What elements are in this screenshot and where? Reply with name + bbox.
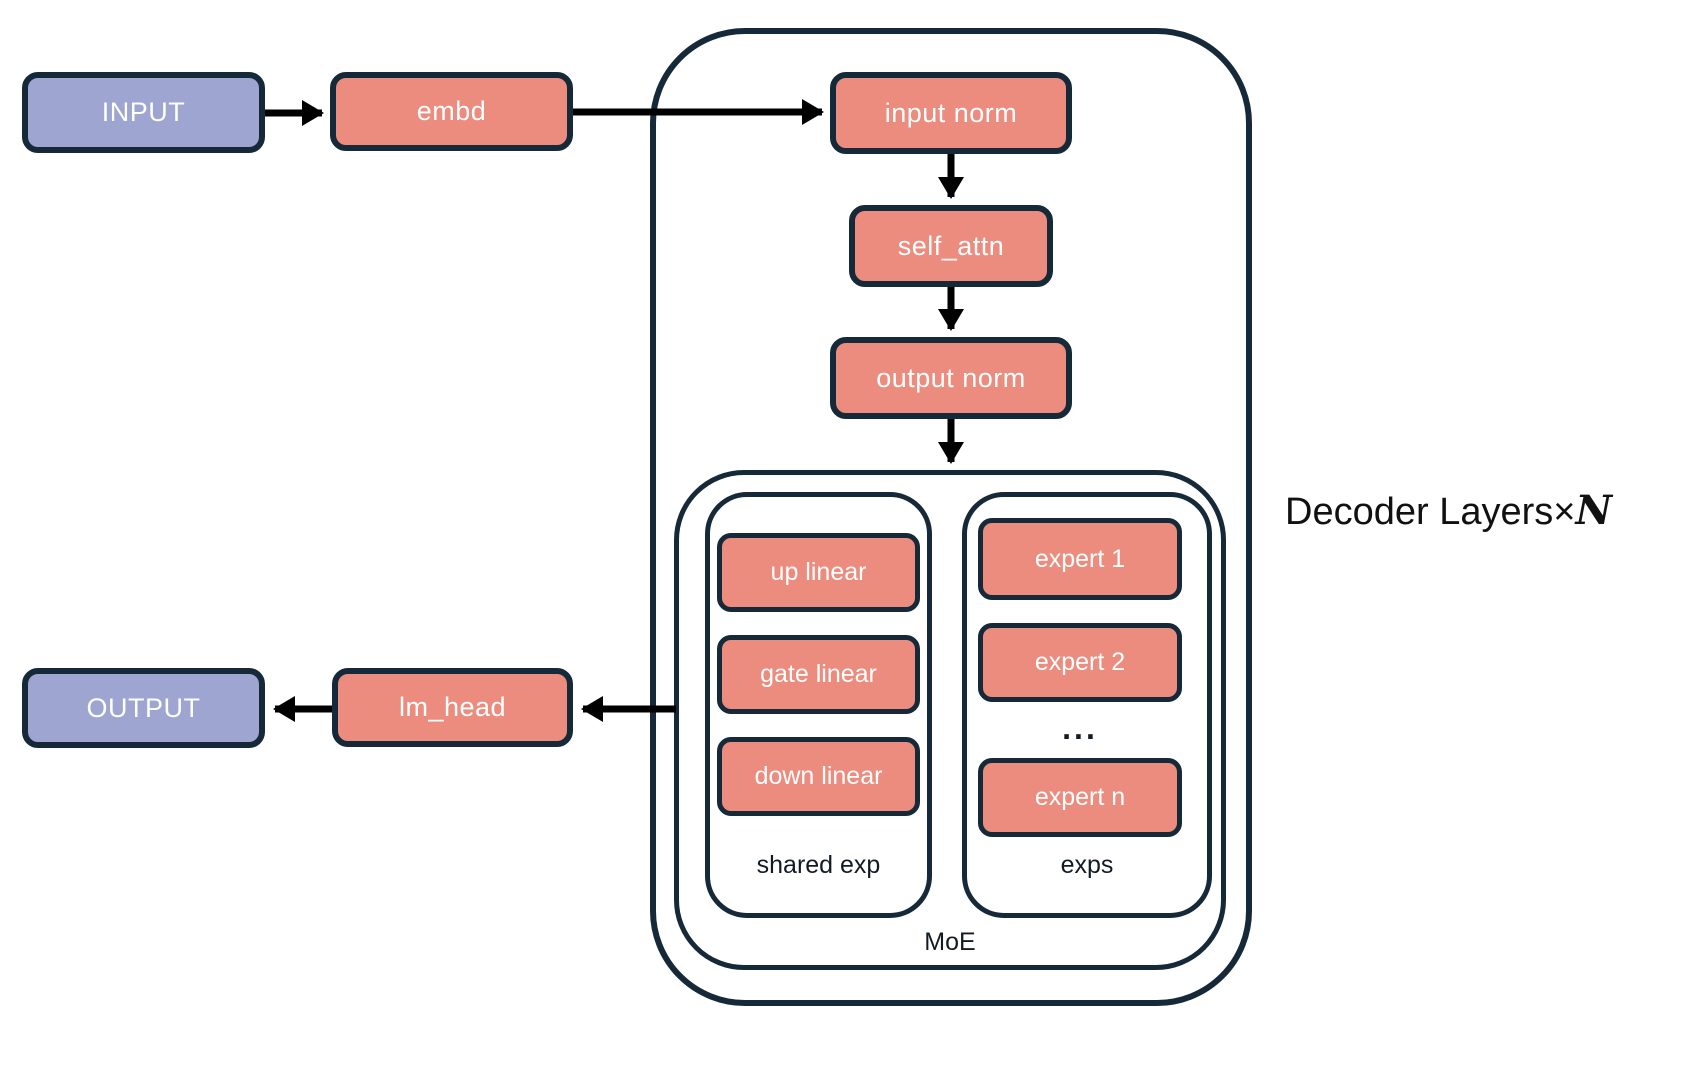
embd-node-label: embd: [416, 96, 487, 126]
input-norm-node: input norm: [830, 72, 1072, 154]
experts-container: [962, 492, 1212, 918]
expert-2-node-label: expert 2: [1034, 648, 1126, 676]
self-attn-node: self_attn: [849, 205, 1053, 287]
down-linear-node: down linear: [717, 737, 920, 816]
output-norm-node-label: output norm: [876, 362, 1026, 393]
lm-head-node: lm_head: [332, 668, 573, 747]
expert-1-node-label: expert 1: [1034, 544, 1126, 573]
moe-label: MoE: [924, 927, 976, 956]
down-linear-node-label: down linear: [754, 762, 883, 790]
shared-exp-label: shared exp: [756, 850, 881, 879]
lm-head-node-label: lm_head: [398, 692, 507, 722]
expert-n-node-label: expert n: [1034, 783, 1126, 811]
decoder-layers-caption: Decoder Layers×N: [1285, 487, 1612, 534]
gate-linear-node: gate linear: [717, 635, 920, 714]
exps-label: exps: [1060, 850, 1114, 879]
decoder-layers-container: [650, 28, 1252, 1006]
output-node-label: OUTPUT: [86, 692, 201, 723]
up-linear-node-label: up linear: [770, 558, 867, 586]
input-node: INPUT: [22, 72, 265, 153]
input-norm-node-label: input norm: [884, 97, 1018, 128]
experts-ellipsis: ...: [1062, 709, 1098, 746]
output-node: OUTPUT: [22, 668, 265, 748]
decoder-layers-caption-n: N: [1575, 487, 1612, 534]
decoder-layers-caption-text: Decoder Layers×: [1285, 491, 1576, 533]
input-node-label: INPUT: [101, 97, 186, 127]
expert-n-node: expert n: [978, 758, 1182, 837]
shared-expert-container: [705, 492, 932, 918]
up-linear-node: up linear: [717, 533, 920, 612]
moe-container: [674, 470, 1226, 970]
expert-1-node: expert 1: [978, 518, 1182, 600]
self-attn-node-label: self_attn: [897, 230, 1005, 261]
gate-linear-node-label: gate linear: [760, 660, 877, 688]
output-norm-node: output norm: [830, 337, 1072, 419]
embd-node: embd: [330, 72, 573, 151]
expert-2-node: expert 2: [978, 623, 1182, 702]
